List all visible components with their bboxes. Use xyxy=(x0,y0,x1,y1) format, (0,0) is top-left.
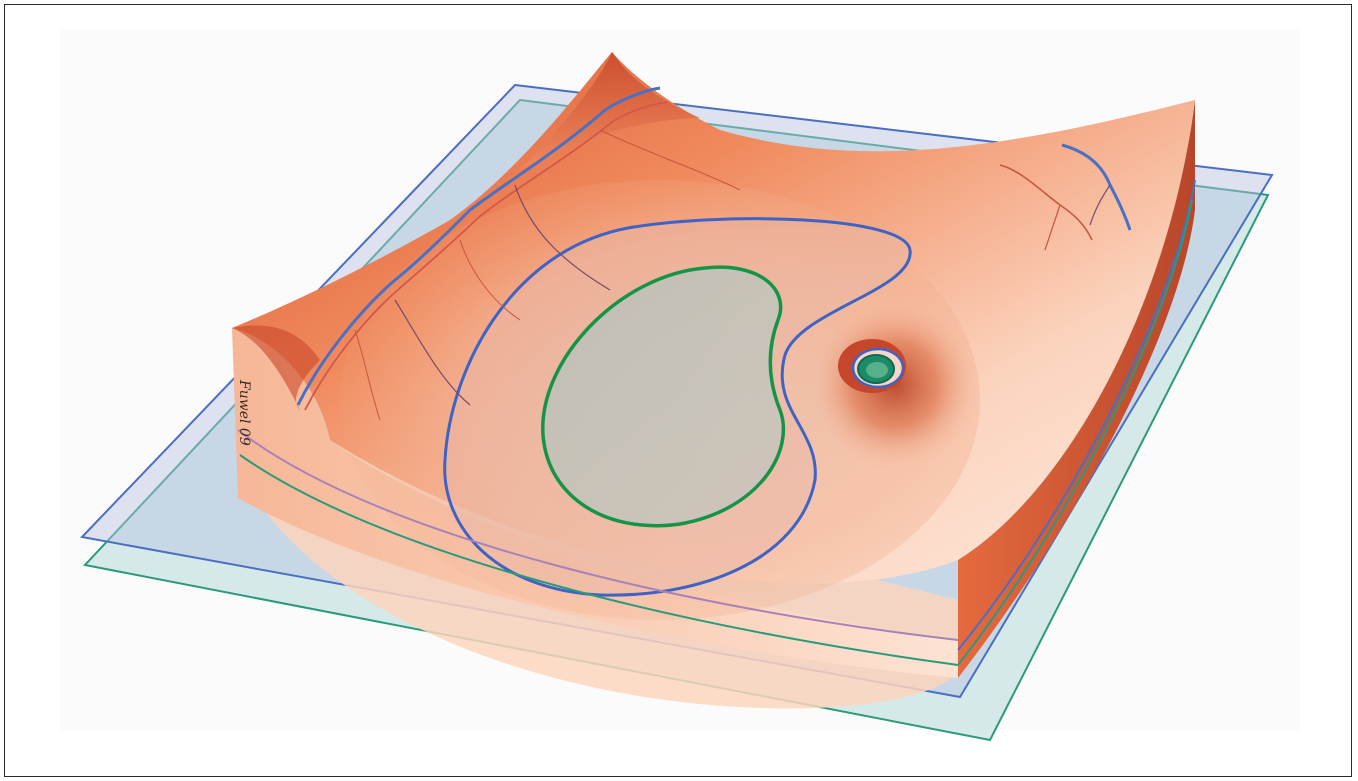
artist-signature: Fuwel 09 xyxy=(236,379,252,446)
pit-pool-highlight xyxy=(866,362,888,378)
